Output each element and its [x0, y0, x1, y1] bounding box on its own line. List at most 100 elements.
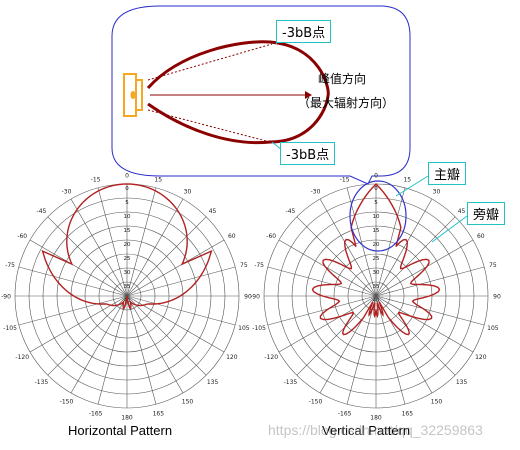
side-lobe-leader — [431, 215, 468, 243]
vertical-grid-spoke — [375, 295, 474, 353]
horizontal-grid-spoke — [97, 187, 128, 297]
vertical-pattern-curve — [311, 182, 441, 336]
main-lobe-leader — [395, 175, 429, 197]
vertical-ring-label: 40 — [373, 298, 380, 304]
peak-direction-label: 峰值方向 — [318, 72, 367, 86]
vertical-pattern-caption: Vertical Pattern — [322, 423, 411, 438]
vertical-angle-label: -165 — [338, 410, 352, 417]
horizontal-angle-label: 105 — [238, 325, 250, 332]
horizontal-ring-label: 25 — [124, 256, 131, 262]
horizontal-angle-label: -120 — [15, 354, 29, 361]
vertical-grid-spoke — [346, 187, 377, 297]
horizontal-angle-label: 135 — [207, 379, 219, 386]
horizontal-grid-spoke — [126, 295, 184, 394]
horizontal-grid-spoke — [29, 295, 128, 353]
lower-3db-label: -3bB点 — [280, 142, 336, 165]
horizontal-angle-label: -60 — [17, 233, 27, 240]
vertical-ring-label: 35 — [373, 284, 380, 290]
vertical-angle-label: 75 — [489, 262, 497, 269]
vertical-ring-label: 0 — [374, 186, 378, 192]
horizontal-grid-spoke — [126, 266, 236, 297]
vertical-angle-label: -15 — [340, 177, 350, 184]
horizontal-angle-label: 30 — [184, 189, 192, 196]
horizontal-angle-label: -30 — [62, 189, 72, 196]
watermark: https://blog.csdn.net/qq_32259863 — [268, 422, 483, 438]
horizontal-angle-label: -15 — [91, 177, 101, 184]
vertical-angle-label: -30 — [311, 189, 321, 196]
vertical-grid-spoke — [375, 295, 406, 405]
horizontal-angle-label: 75 — [240, 262, 248, 269]
vertical-grid-spoke — [375, 187, 406, 297]
vertical-angle-label: -75 — [254, 262, 264, 269]
horizontal-angle-label: -105 — [3, 325, 17, 332]
horizontal-angle-label: 15 — [154, 177, 162, 184]
horizontal-grid-spoke — [47, 216, 128, 297]
vertical-grid-spoke — [346, 295, 377, 405]
vertical-ring-label: 5 — [374, 200, 378, 206]
vertical-angle-label: -135 — [284, 379, 298, 386]
main-lobe-label: 主瓣 — [428, 162, 467, 185]
horizontal-ring-label: 10 — [124, 214, 131, 220]
panel-antenna-icon — [123, 73, 143, 117]
horizontal-angle-label: -165 — [89, 410, 103, 417]
horizontal-pattern-curve — [41, 183, 213, 310]
vertical-ring-label: 30 — [373, 270, 380, 276]
vertical-grid-spoke — [375, 216, 456, 297]
vertical-ring-label: 10 — [373, 214, 380, 220]
vertical-angle-label: -90 — [250, 294, 260, 301]
horizontal-grid-spoke — [126, 198, 184, 297]
vertical-angle-label: 165 — [402, 410, 414, 417]
vertical-grid-spoke — [278, 295, 377, 353]
horizontal-angle-label: 0 — [125, 173, 129, 180]
horizontal-pattern-caption: Horizontal Pattern — [68, 423, 173, 438]
vertical-angle-label: 60 — [477, 233, 485, 240]
vertical-polar-grid: 0153045607590105120135150165180-165-150-… — [250, 173, 501, 422]
vertical-angle-label: 180 — [370, 415, 382, 422]
vertical-angle-label: -105 — [252, 325, 266, 332]
main-beam-lobe — [146, 40, 330, 145]
vertical-grid-spoke — [375, 295, 456, 376]
horizontal-ring-label: 15 — [124, 228, 131, 234]
horizontal-grid-spoke — [70, 295, 128, 394]
horizontal-angle-label: 165 — [153, 410, 165, 417]
horizontal-grid-spoke — [29, 239, 128, 297]
horizontal-polar-grid: 0153045607590105120135150165180-165-150-… — [1, 173, 252, 422]
vertical-ring-label: 15 — [373, 228, 380, 234]
horizontal-ring-label: 20 — [124, 242, 131, 248]
horizontal-grid-spoke — [126, 187, 157, 297]
vertical-angle-label: -150 — [309, 398, 323, 405]
vertical-grid-spoke — [296, 295, 377, 376]
horizontal-angle-label: 180 — [121, 415, 133, 422]
horizontal-grid-spoke — [126, 216, 207, 297]
vertical-ring-label: 25 — [373, 256, 380, 262]
vertical-grid-spoke — [267, 295, 377, 326]
peak-direction-sublabel: （最大辐射方向） — [298, 96, 395, 110]
vertical-grid-spoke — [375, 239, 474, 297]
side-lobe-label: 旁瓣 — [467, 202, 506, 225]
vertical-angle-label: -120 — [264, 354, 278, 361]
horizontal-angle-label: -135 — [35, 379, 49, 386]
horizontal-ring-label: 0 — [125, 186, 129, 192]
vertical-grid-spoke — [278, 239, 377, 297]
horizontal-angle-label: 120 — [226, 354, 238, 361]
horizontal-angle-label: 60 — [228, 233, 236, 240]
horizontal-grid-spoke — [126, 295, 225, 353]
vertical-angle-label: 15 — [403, 177, 411, 184]
lower-3db-line — [147, 109, 271, 143]
horizontal-angle-label: 90 — [244, 294, 252, 301]
upper-3db-line — [147, 43, 273, 81]
horizontal-grid-spoke — [126, 295, 157, 405]
vertical-angle-label: 105 — [487, 325, 499, 332]
horizontal-grid-spoke — [97, 295, 128, 405]
vertical-angle-label: -45 — [286, 208, 296, 215]
vertical-angle-label: 135 — [456, 379, 468, 386]
horizontal-angle-label: 150 — [182, 398, 194, 405]
vertical-grid-spoke — [375, 266, 485, 297]
horizontal-angle-label: -150 — [60, 398, 74, 405]
vertical-grid-spoke — [375, 198, 433, 297]
horizontal-ring-label: 35 — [124, 284, 131, 290]
horizontal-grid-spoke — [47, 295, 128, 376]
vertical-grid-spoke — [296, 216, 377, 297]
horizontal-grid-spoke — [126, 295, 236, 326]
